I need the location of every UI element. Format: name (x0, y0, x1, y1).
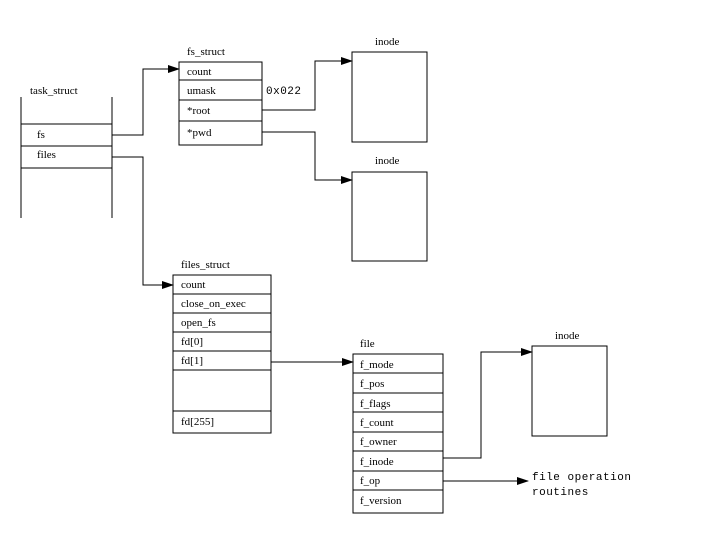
files-to-files-struct-arrow (112, 156, 174, 289)
files-struct-box (172, 274, 272, 434)
fs-struct-field-count: count (187, 66, 211, 78)
inode-pwd-title: inode (375, 155, 400, 167)
inode-pwd-box (351, 171, 428, 262)
umask-value: 0x022 (266, 86, 302, 98)
inode-file: inode (531, 330, 608, 437)
file-field-f-version: f_version (360, 495, 402, 507)
task-struct-title: task_struct (30, 85, 78, 97)
inode-file-box (531, 345, 608, 437)
root-to-inode-arrow (262, 57, 353, 111)
file-field-f-owner: f_owner (360, 436, 397, 448)
file-struct: file f_mode f_pos f_flags f_count f_owne… (352, 338, 444, 514)
inode-root-title: inode (375, 36, 400, 48)
files-struct-field-open-fs: open_fs (181, 317, 216, 329)
files-struct-field-count: count (181, 279, 205, 291)
file-field-f-pos: f_pos (360, 378, 384, 390)
inode-pwd: inode (351, 155, 428, 262)
file-field-f-flags: f_flags (360, 398, 391, 410)
pwd-to-inode-arrow (262, 131, 353, 184)
file-field-f-count: f_count (360, 417, 394, 429)
files-struct-field-fd0: fd[0] (181, 336, 203, 348)
file-field-f-mode: f_mode (360, 359, 394, 371)
task-struct-field-files: files (37, 149, 56, 161)
file-ops-line-2: routines (532, 487, 589, 499)
fs-struct-title: fs_struct (187, 46, 225, 58)
inode-file-title: inode (555, 330, 580, 342)
file-struct-title: file (360, 338, 375, 350)
file-ops-line-1: file operation (532, 472, 631, 484)
files-struct-title: files_struct (181, 259, 230, 271)
files-struct: files_struct count close_on_exec open_fs… (172, 259, 272, 434)
fs-struct-box (178, 61, 263, 146)
task-struct: task_struct fs files (20, 85, 113, 218)
file-field-f-inode: f_inode (360, 456, 394, 468)
file-operation-routines: file operation routines (532, 472, 631, 499)
task-struct-field-fs: fs (37, 129, 45, 141)
files-struct-field-close-on-exec: close_on_exec (181, 298, 246, 310)
fs-struct-field-pwd: *pwd (187, 127, 212, 139)
fs-struct-field-root: *root (187, 105, 210, 117)
file-field-f-op: f_op (360, 475, 381, 487)
fs-to-fs-struct-arrow (112, 65, 180, 136)
fs-struct-field-umask: umask (187, 85, 216, 97)
f-inode-to-inode-arrow (443, 348, 533, 459)
fs-struct: fs_struct count umask *root *pwd 0x022 (178, 46, 302, 146)
inode-root: inode (351, 36, 428, 143)
inode-root-box (351, 51, 428, 143)
file-struct-box (352, 353, 444, 514)
files-struct-field-fd255: fd[255] (181, 416, 214, 428)
files-struct-field-fd1: fd[1] (181, 355, 203, 367)
